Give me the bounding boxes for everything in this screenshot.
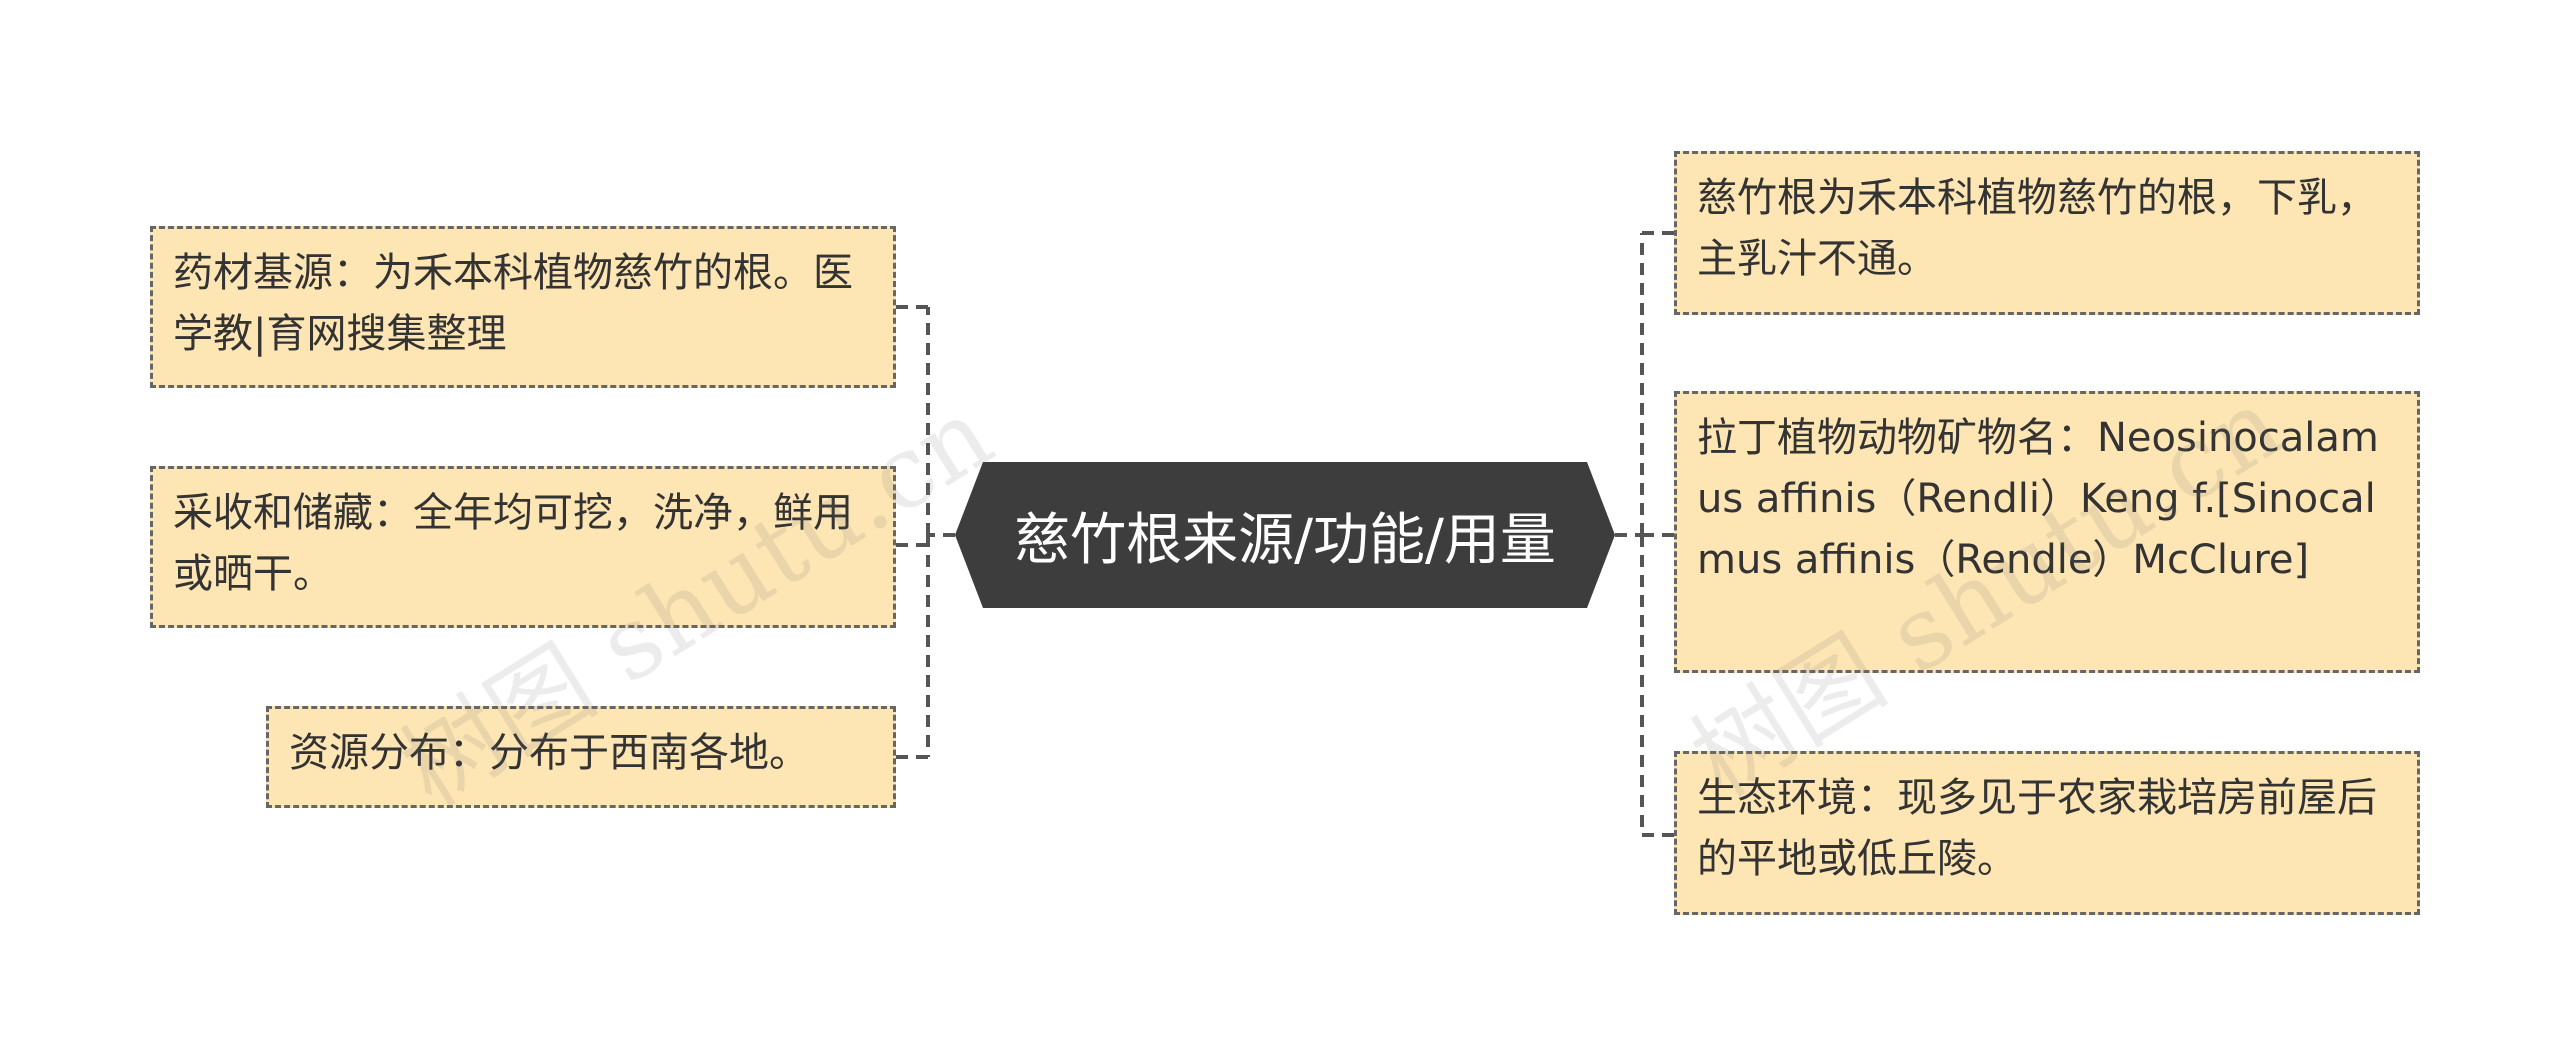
right-node-latin-name[interactable]: 拉丁植物动物矿物名：Neosinocalamus affinis（Rendli）… <box>1674 391 2420 673</box>
left-node-source[interactable]: 药材基源：为禾本科植物慈竹的根。医学教|育网搜集整理 <box>150 226 896 388</box>
right-node-habitat[interactable]: 生态环境：现多见于农家栽培房前屋后的平地或低丘陵。 <box>1674 751 2420 915</box>
right-node-function[interactable]: 慈竹根为禾本科植物慈竹的根，下乳，主乳汁不通。 <box>1674 151 2420 315</box>
root-node[interactable]: 慈竹根来源/功能/用量 <box>955 462 1615 608</box>
left-node-distribution[interactable]: 资源分布：分布于西南各地。 <box>266 706 896 808</box>
left-node-distribution-text: 资源分布：分布于西南各地。 <box>289 730 809 776</box>
left-node-source-text: 药材基源：为禾本科植物慈竹的根。医学教|育网搜集整理 <box>173 250 853 357</box>
left-node-harvest-text: 采收和储藏：全年均可挖，洗净，鲜用或晒干。 <box>173 490 853 597</box>
left-node-harvest[interactable]: 采收和储藏：全年均可挖，洗净，鲜用或晒干。 <box>150 466 896 628</box>
right-node-latin-name-text: 拉丁植物动物矿物名：Neosinocalamus affinis（Rendli）… <box>1697 415 2379 583</box>
root-label: 慈竹根来源/功能/用量 <box>1014 507 1556 573</box>
right-node-habitat-text: 生态环境：现多见于农家栽培房前屋后的平地或低丘陵。 <box>1697 775 2377 882</box>
right-node-function-text: 慈竹根为禾本科植物慈竹的根，下乳，主乳汁不通。 <box>1697 175 2377 282</box>
root-shape <box>955 462 1615 608</box>
